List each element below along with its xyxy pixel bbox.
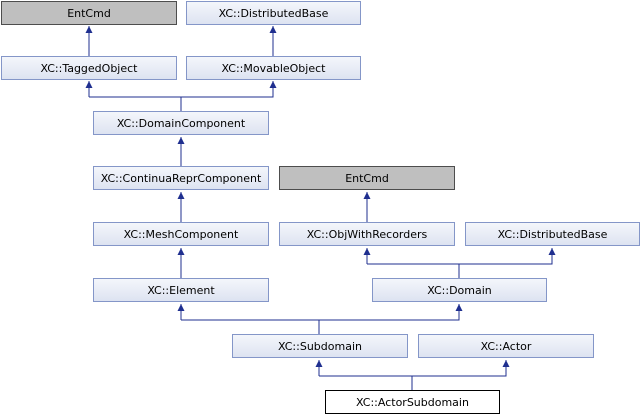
node-mesh-component[interactable]: XC::MeshComponent — [93, 222, 269, 246]
node-continua-repr-component[interactable]: XC::ContinuaReprComponent — [93, 166, 269, 190]
edge-domain-distributedbase — [459, 248, 556, 265]
edge-subdomain-domain — [319, 304, 463, 321]
edge-actorsubdomain-actor — [412, 360, 510, 377]
node-tagged-object[interactable]: XC::TaggedObject — [1, 56, 177, 80]
node-actor-subdomain: XC::ActorSubdomain — [325, 390, 500, 414]
edge-actorsubdomain-bus — [319, 375, 413, 390]
edge-domaincomponent-bus — [89, 96, 182, 111]
edge-subdomain-bus — [181, 319, 320, 334]
edge-domaincomponent-movableobject — [181, 81, 277, 98]
node-element[interactable]: XC::Element — [93, 278, 269, 302]
node-obj-with-recorders[interactable]: XC::ObjWithRecorders — [279, 222, 455, 246]
node-domain[interactable]: XC::Domain — [372, 278, 547, 302]
node-distributed-base-top[interactable]: XC::DistributedBase — [186, 1, 361, 25]
node-actor[interactable]: XC::Actor — [418, 334, 594, 358]
node-entcmd-mid: EntCmd — [279, 166, 455, 190]
node-entcmd-top: EntCmd — [1, 1, 177, 25]
node-distributed-base-mid[interactable]: XC::DistributedBase — [465, 222, 640, 246]
node-movable-object[interactable]: XC::MovableObject — [186, 56, 361, 80]
edge-domain-bus — [367, 263, 460, 278]
node-subdomain[interactable]: XC::Subdomain — [232, 334, 408, 358]
node-domain-component[interactable]: XC::DomainComponent — [93, 111, 269, 135]
